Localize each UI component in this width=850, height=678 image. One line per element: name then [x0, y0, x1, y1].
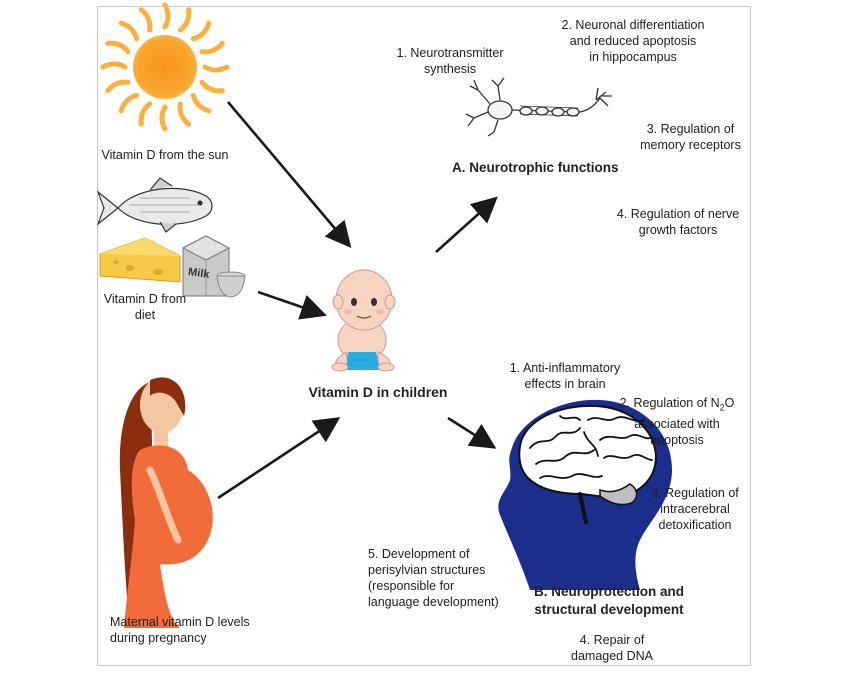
arrow-child-to-neuroprotection	[447, 416, 497, 449]
sun-icon	[100, 2, 230, 132]
neuroprotection-item-3: 3. Regulation of intracerebral detoxific…	[651, 486, 739, 532]
bowl-icon	[216, 271, 246, 298]
arrow-diet-to-child	[257, 290, 327, 320]
neuroprotection-item-4: 4. Repair of damaged DNA	[571, 633, 653, 663]
sun-ray	[105, 40, 131, 55]
diet-source-label: Vitamin D from diet	[103, 292, 187, 322]
maternal-source-label: Maternal vitamin D levels during pregnan…	[110, 615, 250, 645]
neuroprotection-item-1: 1. Anti-inflammatory effects in brain	[509, 361, 621, 391]
sun-ray	[177, 101, 192, 127]
neurotrophic-item-1: 1. Neurotransmitter synthesis	[396, 46, 504, 76]
neurotrophic-item-2: 2. Neuronal differentiation and reduced …	[561, 18, 705, 64]
neurotrophic-heading: A. Neurotrophic functions	[452, 160, 619, 175]
head-with-brain-illustration	[498, 399, 672, 590]
sun-ray	[138, 101, 153, 127]
neuroprotection-item-5: 5. Development of perisylvian structures…	[368, 547, 499, 609]
sun-ray	[138, 7, 153, 33]
neurotrophic-item-4: 4. Regulation of nerve growth factors	[616, 207, 740, 237]
neuron-icon	[465, 77, 612, 137]
svg-text:Milk: Milk	[187, 266, 211, 281]
sun-ray	[177, 7, 192, 33]
fish-icon	[96, 177, 213, 233]
sun-ray	[159, 104, 168, 132]
arrows	[217, 101, 498, 500]
sun-ray	[118, 92, 140, 114]
sun-ray	[199, 40, 225, 55]
pregnant-woman-illustration	[119, 377, 213, 628]
neurotrophic-item-3: 3. Regulation of memory receptors	[640, 122, 741, 152]
sun-ray	[100, 61, 128, 70]
sun-ray	[162, 2, 171, 30]
arrow-child-to-neurotrophic	[435, 196, 498, 253]
diagram-frame	[97, 6, 751, 666]
baby-illustration	[331, 269, 396, 372]
sun-ray	[202, 64, 230, 73]
center-label: Vitamin D in children	[308, 384, 448, 400]
sun-ray	[199, 79, 225, 94]
sun-source-label: Vitamin D from the sun	[101, 148, 229, 162]
sun-ray	[105, 79, 131, 94]
sun-ray	[118, 20, 140, 42]
neuroprotection-item-2: 2. Regulation of N2O associated with apo…	[619, 396, 735, 447]
sun-ray	[190, 92, 212, 114]
neuroprotection-heading: B. Neuroprotection and structural develo…	[533, 584, 684, 617]
arrow-maternal-to-child	[217, 417, 341, 500]
sun-ray	[190, 20, 212, 42]
cheese-icon	[99, 237, 181, 283]
arrow-sun-to-child	[227, 101, 352, 248]
